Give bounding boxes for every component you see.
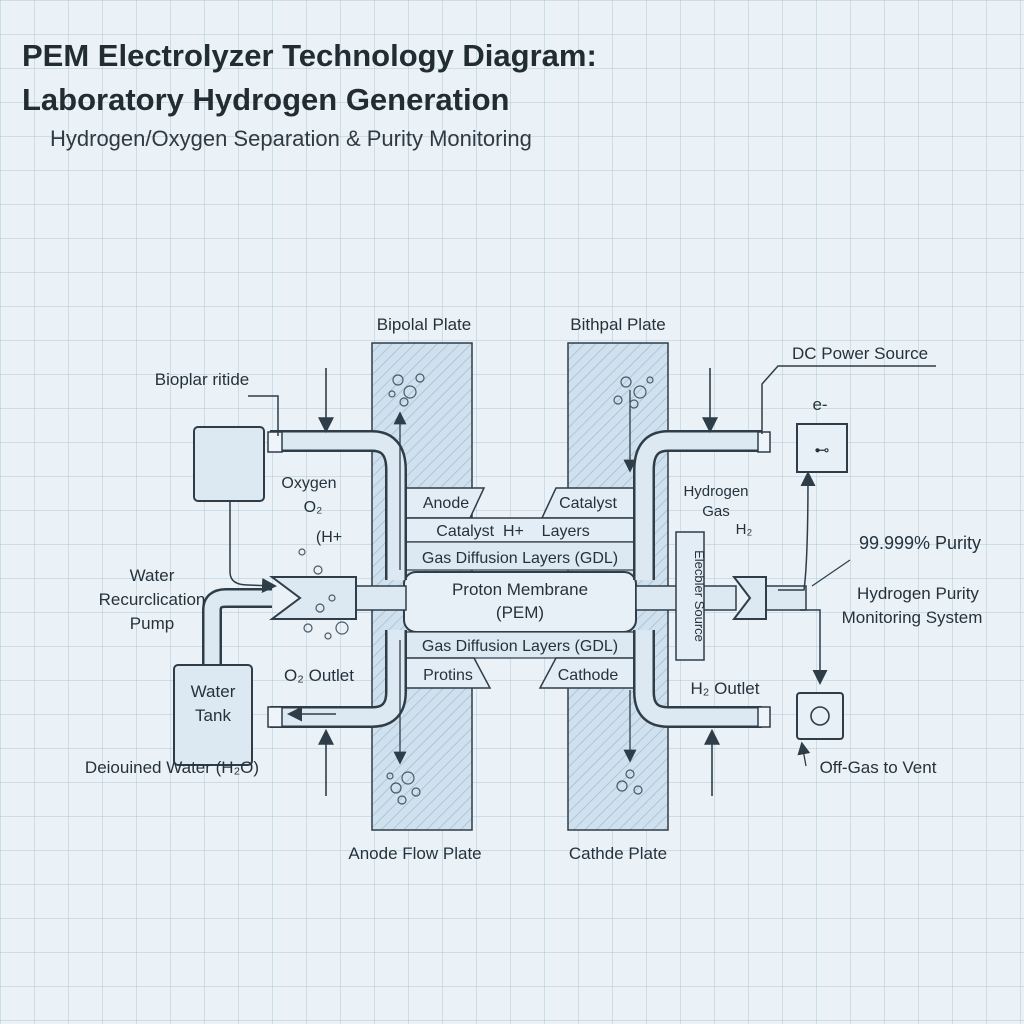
label-off-gas: Off-Gas to Vent	[820, 758, 937, 777]
label-h2-outlet: H₂ Outlet	[691, 679, 760, 698]
label-dc-power-source: DC Power Source	[792, 344, 928, 363]
vent-box	[796, 692, 844, 740]
diagram-title-line-1: PEM Electrolyzer Technology Diagram:	[22, 38, 597, 73]
pipe-right-top-inner	[635, 432, 762, 580]
purity-monitor-inlet	[731, 576, 767, 620]
left-bottom-valve	[267, 706, 283, 728]
label-gas: Gas	[702, 503, 730, 520]
label-deionized-water: Deiouined Water (H₂O)	[85, 758, 259, 777]
pipe-left-bottom-inner	[270, 630, 405, 726]
bioplar-nitide-box	[193, 426, 265, 502]
arrow-vent-return	[797, 741, 811, 767]
label-catalyst: Catalyst	[559, 495, 617, 512]
bubbles-right-top	[613, 376, 654, 409]
label-hydrogen-purity: Hydrogen Purity	[857, 584, 979, 603]
label-elecbler-source: Elecbler Source	[692, 550, 707, 642]
diagram-title-line-2: Laboratory Hydrogen Generation	[22, 82, 510, 117]
label-bithpal-plate: Bithpal Plate	[570, 315, 665, 334]
label-o2: O₂	[304, 499, 323, 516]
dc-power-box	[796, 423, 848, 473]
label-water-recirc-2: Recurclication	[99, 590, 206, 609]
elecbler-source-box	[675, 531, 705, 661]
pipe-left-top-inner	[270, 432, 405, 580]
label-monitoring-system: Monitoring System	[842, 608, 983, 627]
label-bipolar-plate: Bipolal Plate	[377, 315, 472, 334]
right-bottom-valve	[757, 706, 771, 728]
line-monitor-to-vent	[800, 609, 828, 685]
line-box-to-pump	[229, 500, 277, 594]
label-cathde-plate: Cathde Plate	[569, 844, 667, 863]
label-water-tank-2: Tank	[195, 706, 231, 725]
label-water-tank-1: Water	[191, 682, 236, 701]
bubbles-right-bottom	[616, 769, 643, 795]
bubbles-left-bottom	[386, 771, 421, 805]
right-top-valve	[757, 431, 771, 453]
label-proton-membrane: Proton Membrane	[452, 580, 588, 599]
pipe-recirc-inner	[204, 590, 272, 665]
pipe-right-bottom-inner	[635, 630, 762, 726]
label-hydrogen: Hydrogen	[683, 483, 748, 500]
water-tank	[173, 664, 253, 766]
bubbles-left-top	[388, 373, 425, 407]
left-top-valve	[267, 431, 283, 453]
label-pem: (PEM)	[496, 603, 544, 622]
label-purity: 99.999% Purity	[859, 533, 981, 553]
label-catalyst-h-layers: Catalyst H+ Layers	[436, 523, 589, 540]
dc-power-symbol: ⊷	[815, 442, 830, 459]
diagram-subtitle: Hydrogen/Oxygen Separation & Purity Moni…	[50, 126, 532, 151]
label-gdl-bottom: Gas Diffusion Layers (GDL)	[422, 638, 618, 655]
line-monitor-to-dc	[778, 471, 816, 591]
bubbles-pump	[298, 548, 349, 640]
vent-gauge-icon	[810, 706, 830, 726]
label-bioplar-nitide: Bioplar ritide	[155, 370, 250, 389]
label-o2-outlet: O₂ Outlet	[284, 666, 354, 685]
label-water-recirc-3: Pump	[130, 614, 174, 633]
label-protins: Protins	[423, 667, 473, 684]
label-h-plus: (H+	[316, 529, 342, 546]
recirculation-pump	[269, 576, 357, 620]
label-oxygen: Oxygen	[281, 475, 336, 492]
label-h2: H₂	[736, 521, 753, 538]
leader-purity	[811, 559, 851, 587]
label-gdl-top: Gas Diffusion Layers (GDL)	[422, 550, 618, 567]
label-anode-flow-plate: Anode Flow Plate	[348, 844, 481, 863]
label-cathode: Cathode	[558, 667, 619, 684]
pipe-pump-to-membrane	[355, 585, 407, 611]
label-water-recirc-1: Water	[130, 566, 175, 585]
leader-bioplar	[248, 395, 279, 436]
pipe-recirc	[202, 588, 272, 665]
label-electron: e-	[812, 395, 827, 414]
label-anode: Anode	[423, 495, 469, 512]
leader-dc	[761, 365, 936, 434]
